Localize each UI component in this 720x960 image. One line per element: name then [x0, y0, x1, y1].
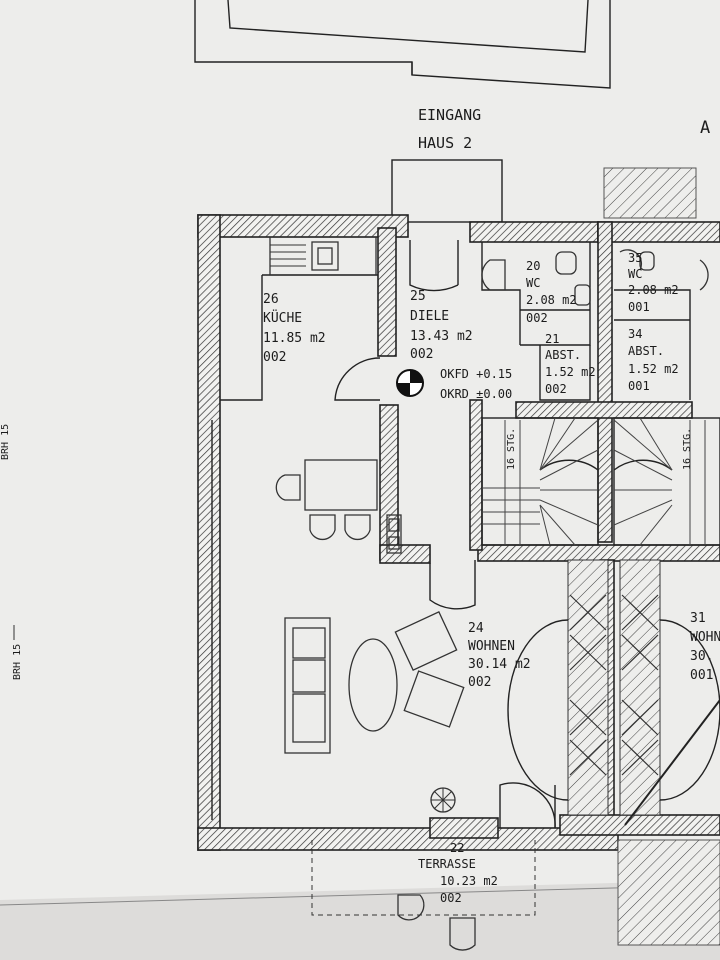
room-area-wohnen-right: 30. [690, 649, 713, 664]
staircase-right [613, 417, 720, 546]
room-code-wc-right: 001 [628, 300, 650, 314]
room-number-abst: 21 [545, 332, 559, 346]
room-name-wc: WC [526, 276, 540, 290]
doors [334, 240, 556, 829]
wc-fixtures [481, 249, 709, 306]
room-name-kueche: KÜCHE [263, 309, 302, 326]
room-area-wc: 2.08 m2 [526, 293, 577, 307]
room-number-diele: 25 [410, 289, 426, 304]
room-code-abst: 002 [545, 382, 567, 396]
room-code-wc: 002 [526, 311, 548, 325]
room-name-abst-right: ABST. [628, 344, 664, 358]
room-number-wohnen: 24 [468, 621, 484, 636]
party-wall-column [507, 559, 720, 826]
room-number-wc-right: 35 [628, 251, 642, 265]
margin-mark-top: BRH 15 [0, 424, 11, 460]
terrace-outline [311, 167, 720, 946]
stairs-label-right: 16 STG. [682, 428, 693, 470]
room-name-diele: DIELE [410, 309, 449, 324]
room-area-kueche: 11.85 m2 [263, 331, 326, 346]
room-code-wohnen: 002 [468, 675, 491, 690]
room-number-wc: 20 [526, 259, 540, 273]
room-code-wohnen-right: 001 [690, 668, 713, 683]
room-area-wc-right: 2.08 m2 [628, 283, 679, 297]
room-code-terrasse: 002 [440, 891, 462, 905]
room-code-abst-right: 001 [628, 379, 650, 393]
room-code-kueche: 002 [263, 350, 286, 365]
level-okfd: OKFD +0.15 [440, 367, 512, 381]
room-number-abst-right: 34 [628, 327, 642, 341]
kitchen-counter [269, 236, 377, 276]
margin-mark-bottom: BRH 15 [12, 644, 23, 680]
room-number-kueche: 26 [263, 292, 279, 307]
room-name-wohnen: WOHNEN [468, 639, 515, 654]
level-okrd: OKRD ±0.00 [440, 387, 512, 401]
entrance-canopy [391, 159, 503, 223]
room-area-wohnen: 30.14 m2 [468, 657, 531, 672]
room-area-abst-right: 1.52 m2 [628, 362, 679, 376]
room-code-diele: 002 [410, 347, 433, 362]
section-letter: A [700, 118, 710, 138]
furniture [275, 459, 476, 951]
house-label: HAUS 2 [418, 134, 472, 152]
room-name-abst: ABST. [545, 348, 581, 362]
room-name-wohnen-right: WOHN [690, 630, 720, 645]
upper-outline [194, 0, 611, 89]
stairs-label: 16 STG. [506, 428, 517, 470]
entrance-label: EINGANG [418, 106, 481, 124]
room-area-abst: 1.52 m2 [545, 365, 596, 379]
room-number-wohnen-right: 31 [690, 611, 706, 626]
room-area-terrasse: 10.23 m2 [440, 874, 498, 888]
level-marker-icon [396, 369, 424, 397]
room-number-terrasse: 22 [450, 841, 464, 855]
walls [197, 214, 720, 851]
room-name-terrasse: TERRASSE [418, 857, 476, 871]
room-area-diele: 13.43 m2 [410, 329, 473, 344]
room-name-wc-right: WC [628, 267, 642, 281]
paper-fold [0, 884, 720, 906]
staircase-left [481, 417, 599, 546]
